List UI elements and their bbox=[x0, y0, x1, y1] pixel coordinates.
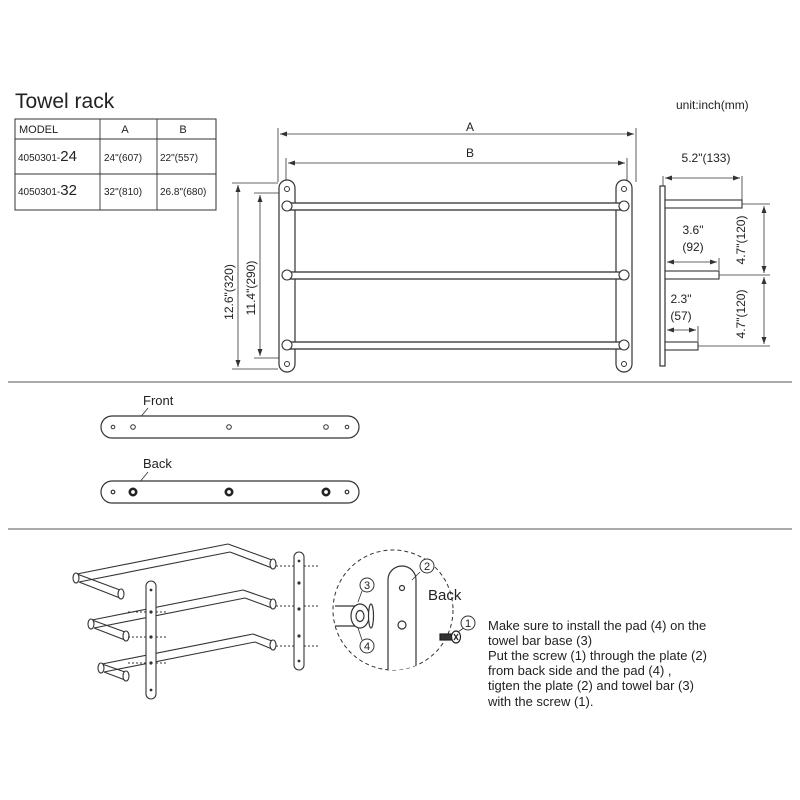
middle-depth-line1: 3.6" bbox=[683, 223, 704, 237]
plate-front: Front bbox=[100, 393, 360, 439]
zoom-back-label: Back bbox=[428, 587, 462, 604]
exploded-rack-view bbox=[72, 543, 318, 700]
dimension-a-label: A bbox=[466, 120, 474, 134]
callout-1-label: 1 bbox=[465, 618, 471, 630]
table-header-a: A bbox=[121, 124, 129, 136]
page-title: Towel rack bbox=[15, 90, 115, 113]
front-label: Front bbox=[143, 393, 174, 408]
towel-bar bbox=[287, 341, 625, 350]
height-inner-label: 11.4"(290) bbox=[244, 261, 258, 316]
unit-label: unit:inch(mm) bbox=[676, 98, 749, 112]
instruction-line: from back side and the pad (4) , bbox=[488, 663, 672, 678]
middle-depth-line2: (92) bbox=[682, 240, 703, 254]
table-row-model: 4050301-24 bbox=[18, 148, 77, 165]
side-wall-plate bbox=[659, 185, 666, 367]
table-cell-a: 24"(607) bbox=[104, 153, 142, 164]
towel-bar bbox=[287, 271, 625, 280]
side-bar-top bbox=[664, 199, 743, 209]
callout-4-label: 4 bbox=[364, 641, 370, 653]
callout-1 bbox=[460, 615, 476, 631]
instruction-line: Put the screw (1) through the plate (2) bbox=[488, 648, 707, 663]
table-cell-b: 22"(557) bbox=[160, 153, 198, 164]
towel-bar bbox=[287, 202, 625, 211]
table-cell-b: 26.8"(680) bbox=[160, 187, 206, 198]
screw-icon bbox=[439, 630, 462, 644]
low-depth-line1: 2.3" bbox=[671, 292, 692, 306]
back-label: Back bbox=[143, 456, 172, 471]
instruction-line: with the screw (1). bbox=[487, 694, 593, 709]
table-row-model: 4050301-32 bbox=[18, 182, 77, 199]
spacing-lower-label: 4.7"(120) bbox=[734, 290, 748, 339]
callout-2 bbox=[419, 558, 435, 574]
instruction-line: Make sure to install the pad (4) on the bbox=[488, 618, 706, 633]
table-header-model: MODEL bbox=[19, 124, 58, 136]
height-outer-label: 12.6"(320) bbox=[222, 264, 236, 320]
front-view-drawing: A B 12.6"(320) 11.4"(290) bbox=[222, 120, 637, 373]
callout-2-label: 2 bbox=[424, 561, 430, 573]
side-bar-bottom bbox=[664, 341, 699, 351]
table-cell-a: 32"(810) bbox=[104, 187, 142, 198]
instruction-line: towel bar base (3) bbox=[488, 633, 592, 648]
callout-4 bbox=[359, 638, 375, 654]
assembly-instructions: Make sure to install the pad (4) on the … bbox=[487, 618, 707, 709]
instruction-line: tigten the plate (2) and towel bar (3) bbox=[488, 678, 694, 693]
low-depth-line2: (57) bbox=[670, 309, 691, 323]
callout-3-label: 3 bbox=[364, 580, 370, 592]
callout-3 bbox=[359, 577, 375, 593]
dimension-b-label: B bbox=[466, 146, 474, 160]
table-header-b: B bbox=[179, 124, 186, 136]
depth-label: 5.2"(133) bbox=[682, 151, 731, 165]
side-view-drawing: 5.2"(133) 3.6" (92) 2.3" (57) 4.7"(120) … bbox=[659, 151, 770, 367]
model-table: MODEL A B 4050301-24 24"(607) 22"(557) 4… bbox=[14, 118, 217, 211]
side-bar-middle bbox=[664, 270, 720, 280]
plate-back: Back bbox=[100, 456, 360, 504]
assembly-zoom-detail: 2 3 4 1 Back bbox=[332, 549, 476, 671]
spacing-upper-label: 4.7"(120) bbox=[734, 216, 748, 265]
